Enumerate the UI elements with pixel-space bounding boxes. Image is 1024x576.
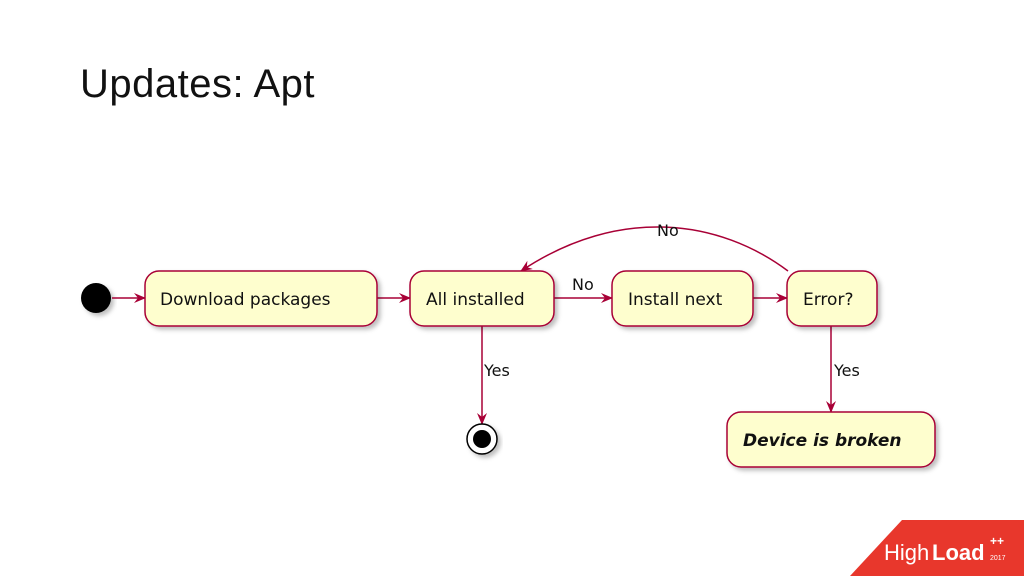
edge-label-yes-end: Yes: [483, 361, 510, 380]
edge-label-yes-broken: Yes: [833, 361, 860, 380]
logo-text-load: Load: [932, 540, 985, 565]
edge-error-loop-back: [520, 226, 789, 272]
node-error-label: Error?: [803, 290, 853, 310]
node-download-packages: Download packages: [144, 270, 378, 327]
node-error: Error?: [786, 270, 878, 327]
start-node: [81, 283, 111, 313]
highload-logo: High Load ++ 2017: [850, 520, 1024, 576]
edge-label-no-forward: No: [572, 275, 594, 294]
logo-text-plus: ++: [990, 534, 1004, 548]
node-all-installed-label: All installed: [426, 290, 525, 310]
node-download-packages-label: Download packages: [160, 290, 331, 310]
logo-text-high: High: [884, 540, 929, 565]
edge-label-no-loop: No: [657, 221, 679, 240]
node-install-next: Install next: [611, 270, 754, 327]
end-node: [466, 423, 498, 455]
node-device-broken: Device is broken: [726, 411, 936, 468]
slide-title: Updates: Apt: [80, 62, 316, 106]
node-install-next-label: Install next: [628, 290, 723, 310]
logo-text-year: 2017: [990, 555, 1006, 562]
node-all-installed: All installed: [409, 270, 555, 327]
node-device-broken-label: Device is broken: [743, 431, 902, 451]
